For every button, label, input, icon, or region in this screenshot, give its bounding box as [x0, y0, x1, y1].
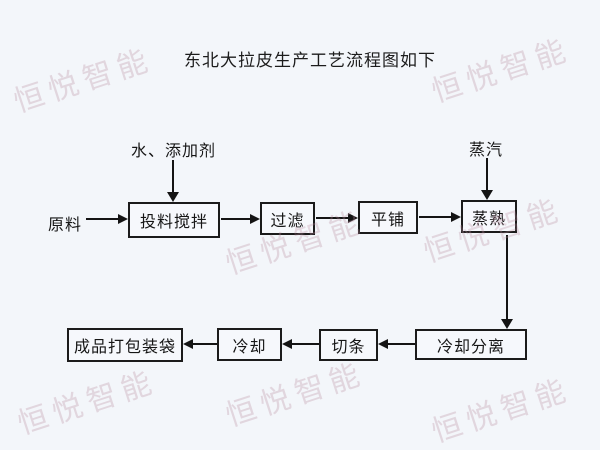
arrow-raw-to-mix-head [118, 214, 128, 224]
arrow-steamcook-to-coolsep-head [501, 319, 513, 329]
node-cool: 冷却 [217, 328, 282, 361]
arrow-cut-to-cool-head [282, 339, 292, 349]
diagram-title: 东北大拉皮生产工艺流程图如下 [184, 51, 436, 70]
node-pack-and-bag: 成品打包装袋 [67, 328, 183, 362]
label-water-additive: 水、添加剂 [131, 143, 217, 160]
arrow-steam-down-head [481, 190, 493, 200]
arrow-steam-down-line [486, 158, 488, 192]
watermark-text: 恒悦智能 [427, 373, 576, 450]
arrow-cool-to-pack-head [183, 339, 193, 349]
arrow-coolsep-to-cut-line [388, 343, 415, 345]
arrow-filter-to-spread-line [316, 217, 349, 219]
watermark-text: 恒悦智能 [13, 365, 162, 442]
label-steam: 蒸汽 [469, 142, 504, 159]
arrow-cool-to-pack-line [193, 343, 217, 345]
node-feed-and-mix: 投料搅拌 [128, 202, 220, 238]
arrow-water-down-head [167, 192, 179, 202]
arrow-spread-to-steamcook-line [419, 216, 452, 218]
arrow-spread-to-steamcook-head [451, 212, 461, 222]
node-cool-separate: 冷却分离 [415, 329, 527, 360]
watermark-text: 恒悦智能 [221, 357, 370, 434]
arrow-mix-to-filter-head [250, 214, 260, 224]
arrow-filter-to-spread-head [348, 213, 358, 223]
label-raw-material: 原料 [48, 217, 83, 234]
watermark-text: 恒悦智能 [9, 43, 158, 120]
node-spread-flat: 平铺 [358, 201, 418, 234]
node-steam-cook: 蒸熟 [461, 200, 517, 233]
node-filter: 过滤 [260, 202, 315, 235]
arrow-raw-to-mix-line [86, 218, 120, 220]
arrow-steamcook-to-coolsep-line [506, 235, 508, 321]
arrow-mix-to-filter-line [221, 218, 251, 220]
node-cut-strips: 切条 [319, 329, 378, 361]
arrow-cut-to-cool-line [292, 343, 319, 345]
arrow-coolsep-to-cut-head [378, 339, 388, 349]
arrow-water-down-line [172, 160, 174, 194]
